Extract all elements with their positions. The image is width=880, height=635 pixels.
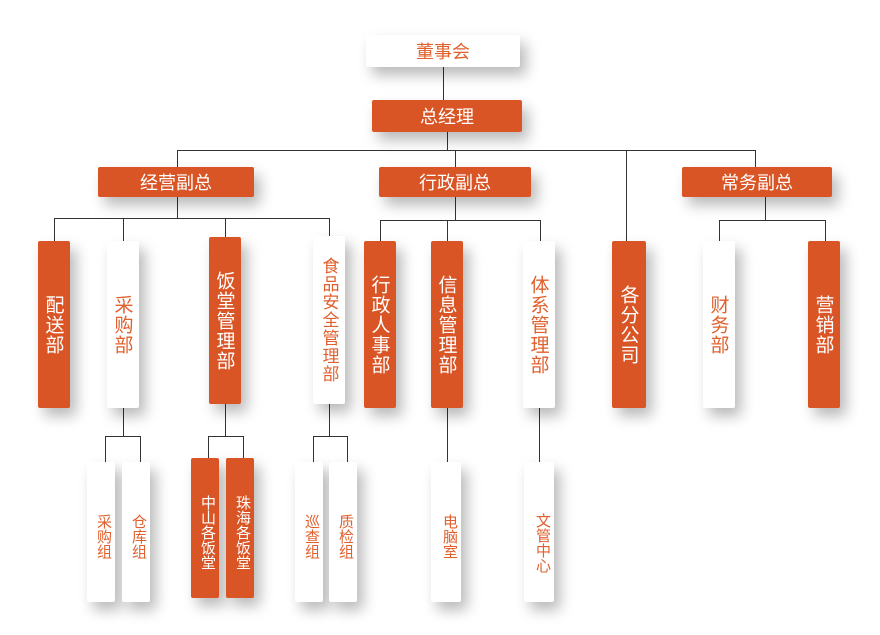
connector bbox=[177, 150, 178, 167]
node-vp-operations[interactable]: 经营副总 bbox=[98, 167, 254, 197]
node-dept[interactable]: 采购部 bbox=[107, 241, 139, 408]
connector bbox=[347, 436, 348, 462]
node-team[interactable]: 仓库组 bbox=[122, 462, 150, 602]
node-team[interactable]: 巡查组 bbox=[295, 462, 323, 602]
node-board[interactable]: 董事会 bbox=[366, 35, 520, 67]
connector bbox=[755, 150, 756, 167]
connector bbox=[225, 404, 226, 436]
connector bbox=[719, 220, 720, 241]
node-dept[interactable]: 信息管理部 bbox=[431, 241, 463, 408]
node-dept[interactable]: 食品安全管理部 bbox=[313, 236, 345, 404]
node-dept[interactable]: 体系管理部 bbox=[523, 241, 555, 408]
node-dept[interactable]: 行政人事部 bbox=[364, 241, 396, 408]
connector bbox=[313, 436, 314, 462]
connector bbox=[447, 132, 448, 150]
connector bbox=[719, 220, 826, 221]
node-team[interactable]: 采购组 bbox=[87, 462, 115, 602]
node-dept[interactable]: 财务部 bbox=[703, 241, 735, 408]
connector bbox=[540, 220, 541, 241]
connector bbox=[455, 150, 456, 167]
node-team[interactable]: 文管中心 bbox=[524, 462, 554, 602]
connector bbox=[329, 404, 330, 436]
connector bbox=[539, 408, 540, 462]
node-dept[interactable]: 营销部 bbox=[808, 241, 840, 408]
connector bbox=[208, 436, 209, 458]
connector bbox=[447, 220, 448, 241]
node-ceo[interactable]: 总经理 bbox=[372, 100, 522, 132]
connector bbox=[123, 218, 124, 241]
connector bbox=[380, 220, 381, 241]
connector bbox=[313, 436, 348, 437]
connector bbox=[329, 218, 330, 236]
node-dept[interactable]: 配送部 bbox=[38, 241, 70, 408]
connector bbox=[455, 197, 456, 220]
node-team[interactable]: 中山各饭堂 bbox=[191, 458, 219, 598]
node-vp-admin[interactable]: 行政副总 bbox=[379, 167, 531, 197]
connector bbox=[825, 220, 826, 241]
node-team[interactable]: 电脑室 bbox=[431, 462, 461, 602]
connector bbox=[140, 436, 141, 462]
node-dept[interactable]: 饭堂管理部 bbox=[209, 237, 241, 404]
connector bbox=[447, 408, 448, 462]
node-team[interactable]: 质检组 bbox=[329, 462, 357, 602]
connector bbox=[243, 436, 244, 458]
connector bbox=[225, 218, 226, 237]
node-vp-executive[interactable]: 常务副总 bbox=[682, 167, 832, 197]
connector bbox=[123, 408, 124, 436]
connector bbox=[177, 197, 178, 218]
node-dept[interactable]: 各分公司 bbox=[612, 241, 646, 408]
connector bbox=[54, 218, 55, 241]
connector bbox=[208, 436, 244, 437]
connector bbox=[380, 220, 541, 221]
connector bbox=[443, 67, 444, 100]
connector bbox=[105, 436, 106, 462]
connector bbox=[177, 150, 756, 151]
connector bbox=[105, 436, 141, 437]
node-team[interactable]: 珠海各饭堂 bbox=[226, 458, 254, 598]
connector bbox=[765, 197, 766, 220]
connector bbox=[626, 150, 627, 241]
connector bbox=[54, 218, 330, 219]
